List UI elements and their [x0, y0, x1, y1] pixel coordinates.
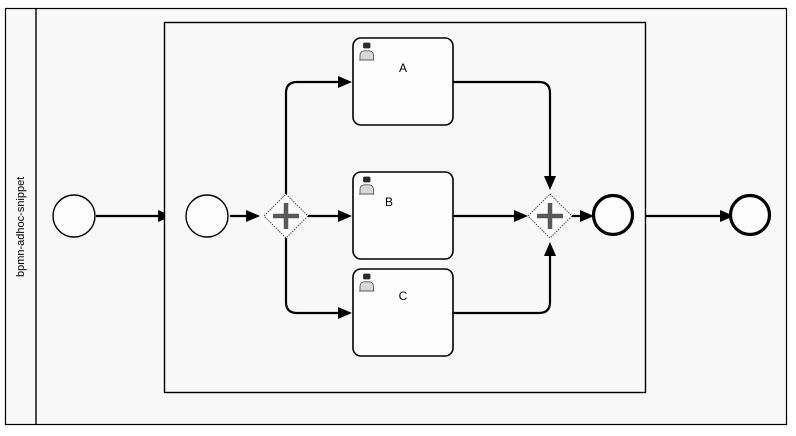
- task-b-label: B: [385, 195, 393, 209]
- task-a[interactable]: A: [352, 37, 454, 126]
- flow-substart-to-split[interactable]: [230, 210, 260, 222]
- pool-label: bpmn-adhoc-snippet: [15, 177, 27, 277]
- start-event[interactable]: [52, 194, 96, 238]
- flow-subprocess-to-end[interactable]: [646, 210, 734, 222]
- flow-split-to-task-a[interactable]: [284, 76, 352, 194]
- flow-task-b-to-join[interactable]: [453, 210, 528, 222]
- user-task-icon: [359, 176, 375, 195]
- task-c[interactable]: C: [352, 268, 454, 357]
- user-task-icon: [359, 42, 375, 61]
- end-event[interactable]: [728, 193, 772, 237]
- task-b[interactable]: B: [352, 171, 454, 260]
- flow-split-to-task-c[interactable]: [284, 238, 352, 319]
- flow-task-c-to-join[interactable]: [453, 242, 556, 315]
- sub-end-event[interactable]: [591, 193, 635, 237]
- flow-task-a-to-join[interactable]: [453, 80, 556, 190]
- parallel-split-gateway[interactable]: [263, 193, 309, 239]
- parallel-join-gateway[interactable]: [527, 193, 573, 239]
- flow-join-to-subend[interactable]: [572, 210, 594, 222]
- user-task-icon: [359, 273, 375, 292]
- task-a-label: A: [399, 61, 407, 75]
- flow-split-to-task-b[interactable]: [308, 210, 352, 222]
- sub-start-event[interactable]: [185, 194, 229, 238]
- task-c-label: C: [399, 289, 408, 303]
